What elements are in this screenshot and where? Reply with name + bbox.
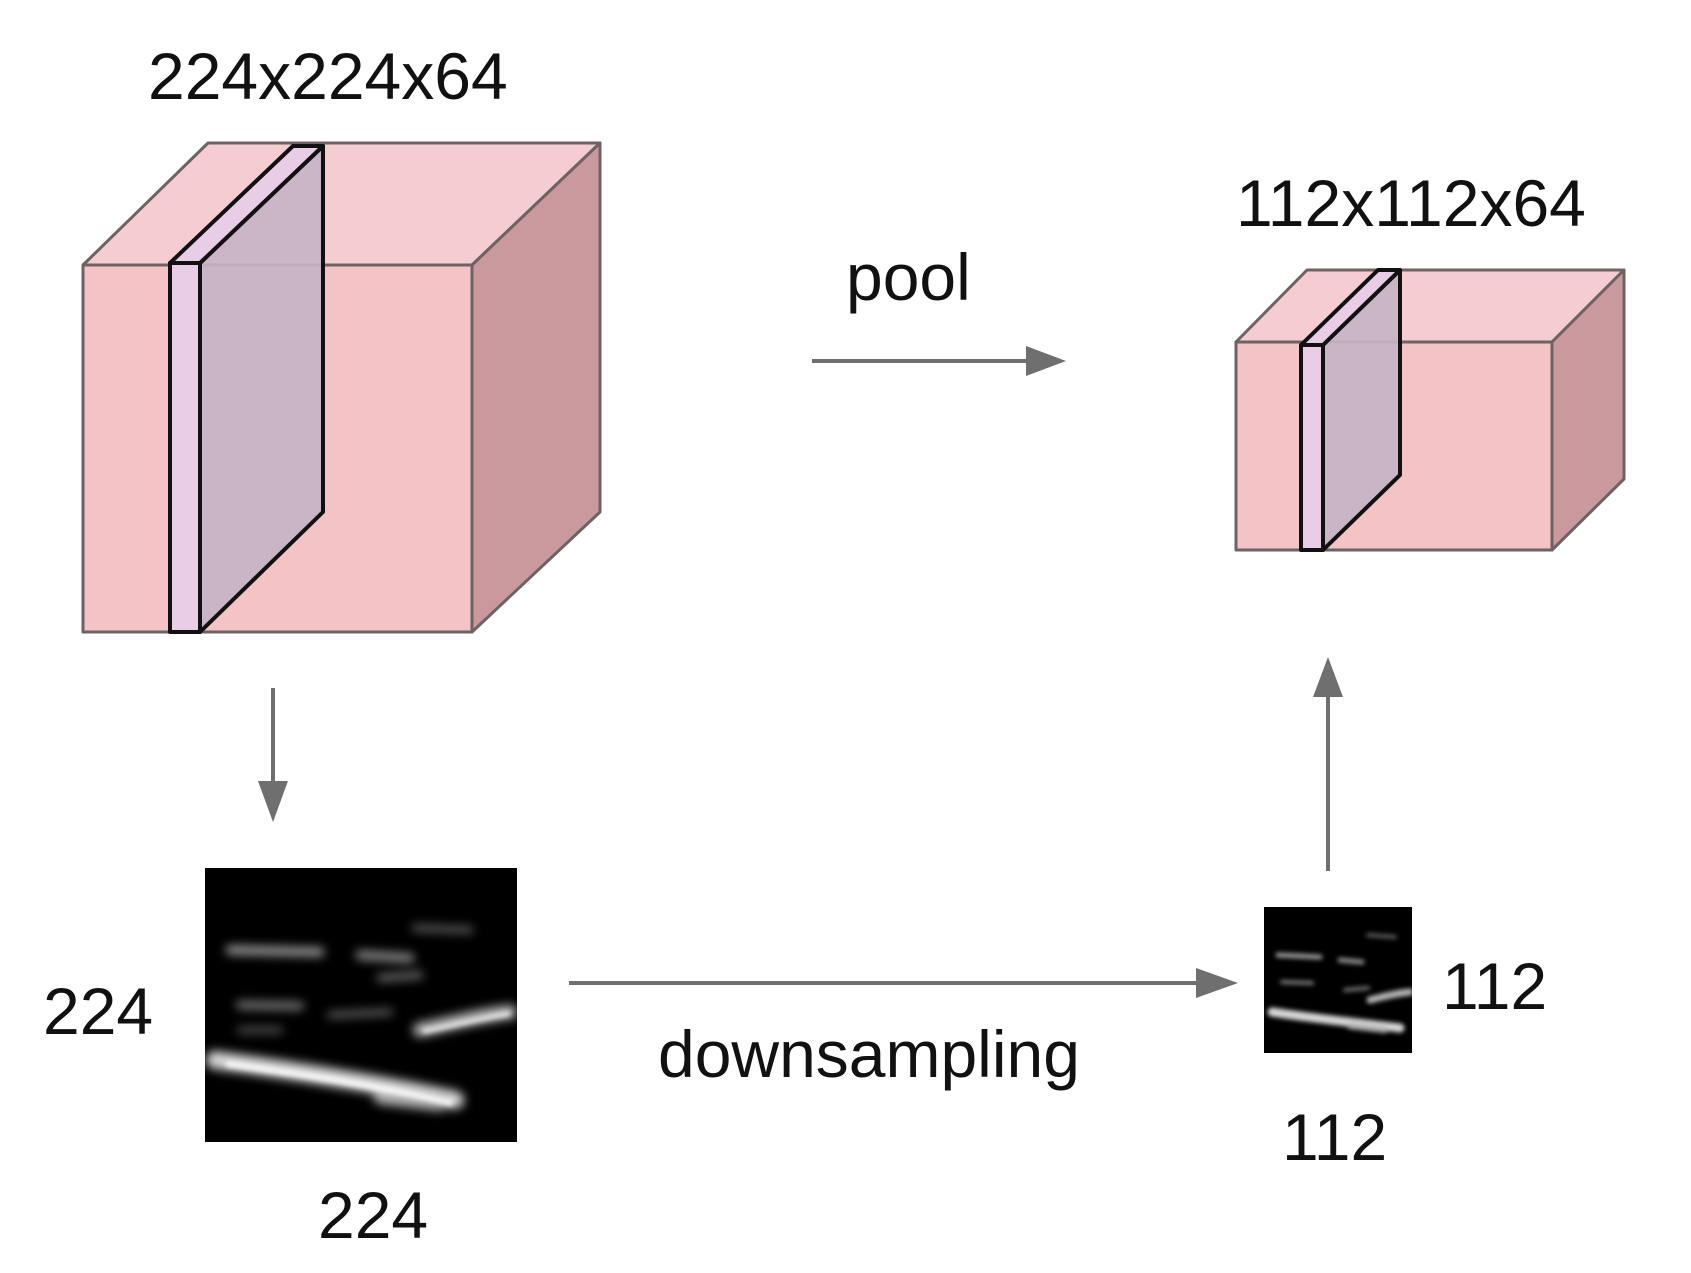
- output-slice-width-label: 112: [1282, 1100, 1387, 1174]
- output-slice-front: [1299, 343, 1325, 552]
- output-volume-label: 112x112x64: [1236, 166, 1586, 240]
- input-volume-label: 224x224x64: [148, 39, 508, 113]
- output-volume: [1234, 268, 1626, 552]
- input-volume-slice: [168, 144, 325, 634]
- downsampling-arrow: [569, 968, 1238, 998]
- output-volume-slice: [1299, 268, 1402, 552]
- input-feature-map: [205, 868, 517, 1142]
- restack-arrow: [1313, 657, 1343, 871]
- input-slice-front: [168, 261, 202, 634]
- output-feature-map: [1264, 907, 1412, 1053]
- slice-extract-arrow: [258, 688, 288, 822]
- downsampling-label: downsampling: [658, 1017, 1080, 1091]
- input-volume: [81, 141, 602, 634]
- pool-label: pool: [846, 240, 971, 314]
- output-slice-height-label: 112: [1442, 949, 1547, 1023]
- pool-arrow: [812, 346, 1066, 376]
- input-slice-height-label: 224: [43, 974, 153, 1048]
- input-slice-width-label: 224: [318, 1178, 428, 1252]
